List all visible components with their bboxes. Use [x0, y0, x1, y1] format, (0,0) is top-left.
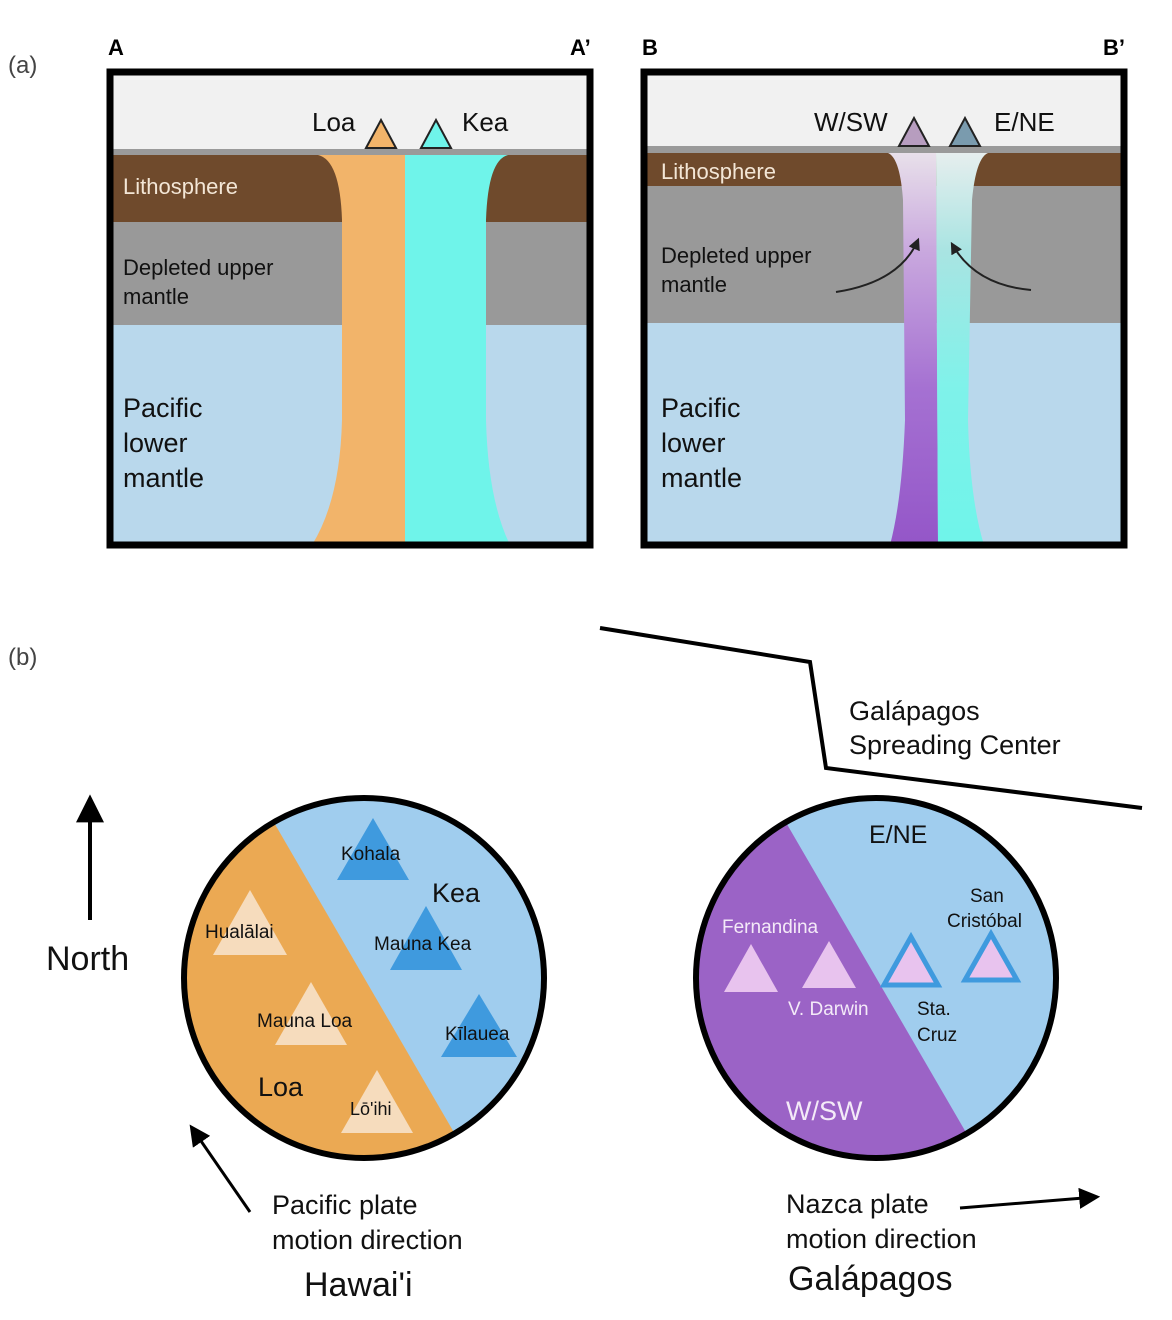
- sta-cruz-label-line2: Cruz: [917, 1025, 957, 1046]
- pacific-motion-line2: motion direction: [272, 1225, 463, 1255]
- spreading-center-line2: Spreading Center: [849, 730, 1061, 760]
- section-bb-left-label: B: [642, 35, 658, 60]
- section-bb-right-label: B’: [1103, 35, 1125, 60]
- section-bb-ene-label: E/NE: [994, 107, 1055, 137]
- mauna-kea-label: Mauna Kea: [374, 934, 472, 955]
- section-aa: A A’ Loa Kea Lithosphere Depleted upper …: [106, 35, 594, 549]
- section-bb-lower-line3: mantle: [661, 463, 742, 493]
- section-aa-frame: [106, 68, 594, 549]
- ene-volcano-icon: [948, 115, 982, 147]
- loa-volcano-icon: [364, 117, 398, 149]
- section-bb-lithosphere-label: Lithosphere: [661, 159, 776, 184]
- spreading-center-line: [599, 626, 1143, 810]
- section-bb-upper-line1: Depleted upper: [661, 243, 811, 268]
- galapagos-ene-label: E/NE: [869, 821, 927, 849]
- loihi-label: Lō'ihi: [350, 1099, 391, 1119]
- section-aa-upper-line2: mantle: [123, 284, 189, 309]
- loihi-volcano-icon: [341, 1070, 413, 1133]
- section-bb: B B’ W/SW E/NE Lithosphere Depleted uppe…: [640, 35, 1128, 549]
- hawaii-map: Kohala Hualālai Mauna Kea Mauna Loa Kīla…: [181, 795, 547, 1161]
- san-cristobal-label-line2: Cristóbal: [947, 911, 1022, 932]
- mauna-kea-volcano-icon: [390, 906, 462, 970]
- nazca-motion-line2: motion direction: [786, 1224, 977, 1254]
- hualalai-label: Hualālai: [205, 922, 274, 943]
- fernandina-volcano-icon: [724, 944, 778, 992]
- section-bb-frame: [640, 68, 1128, 549]
- san-cristobal-volcano-icon: [960, 928, 1022, 983]
- section-aa-loa-label: Loa: [312, 107, 356, 137]
- v-darwin-volcano-icon: [802, 941, 856, 988]
- mauna-loa-label: Mauna Loa: [257, 1011, 353, 1032]
- surface-line: [110, 149, 590, 155]
- section-aa-left-label: A: [108, 35, 124, 60]
- sta-cruz-volcano-icon: [879, 931, 943, 988]
- section-aa-lithosphere-label: Lithosphere: [123, 174, 238, 199]
- mauna-loa-volcano-icon: [275, 982, 347, 1045]
- section-aa-right-label: A’: [570, 35, 591, 60]
- spreading-center-line1: Galápagos: [849, 696, 980, 726]
- loa-plume: [312, 155, 405, 545]
- ene-plume: [936, 153, 988, 545]
- galapagos-map: E/NE W/SW Fernandina V. Darwin Sta. Cruz…: [693, 795, 1059, 1161]
- sky-layer: [644, 72, 1124, 147]
- hualalai-volcano-icon: [213, 890, 287, 955]
- panel-a-tag: (a): [8, 52, 37, 79]
- section-bb-upper-line2: mantle: [661, 272, 727, 297]
- kohala-label: Kohala: [341, 844, 401, 865]
- hawaii-title: Hawai'i: [304, 1266, 413, 1304]
- north-label: North: [46, 940, 129, 978]
- section-bb-lower-line1: Pacific: [661, 393, 741, 423]
- sta-cruz-label-line1: Sta.: [917, 999, 951, 1020]
- lower-mantle-layer: [644, 323, 1124, 545]
- lithosphere-layer: [644, 153, 1124, 186]
- pacific-motion-arrow: [189, 1124, 252, 1213]
- kilauea-label: Kīlauea: [445, 1024, 510, 1045]
- nazca-motion-line1: Nazca plate: [786, 1189, 929, 1219]
- wsw-plume: [888, 153, 938, 545]
- galapagos-title: Galápagos: [788, 1260, 952, 1298]
- section-aa-kea-label: Kea: [462, 107, 509, 137]
- sky-layer: [110, 72, 590, 150]
- hawaii-outline: [181, 795, 547, 1161]
- san-cristobal-label-line1: San: [970, 886, 1004, 907]
- kea-volcano-icon: [419, 117, 453, 149]
- galapagos-outline: [693, 795, 1059, 1161]
- upper-mantle-layer: [644, 186, 1124, 323]
- nazca-motion-arrow: [959, 1187, 1101, 1210]
- section-aa-lower-line3: mantle: [123, 463, 204, 493]
- surface-line: [644, 146, 1124, 153]
- hawaii-kea-label: Kea: [432, 878, 481, 908]
- wsw-volcano-icon: [897, 115, 931, 147]
- section-aa-lower-line2: lower: [123, 428, 188, 458]
- pacific-motion-line1: Pacific plate: [272, 1190, 418, 1220]
- inflow-arrow-right: [950, 241, 1032, 291]
- inflow-arrow-left: [835, 237, 920, 293]
- panel-b-tag: (b): [8, 644, 37, 671]
- kilauea-volcano-icon: [441, 994, 517, 1057]
- kohala-volcano-icon: [337, 818, 409, 880]
- fernandina-label: Fernandina: [722, 917, 819, 938]
- section-aa-upper-line1: Depleted upper: [123, 255, 273, 280]
- section-bb-wsw-label: W/SW: [814, 107, 888, 137]
- v-darwin-label: V. Darwin: [788, 999, 869, 1020]
- galapagos-wsw-label: W/SW: [786, 1096, 863, 1126]
- section-aa-lower-line1: Pacific: [123, 393, 203, 423]
- kea-plume: [405, 155, 510, 545]
- section-bb-lower-line2: lower: [661, 428, 726, 458]
- hawaii-loa-zone: [184, 798, 470, 1158]
- hawaii-loa-label: Loa: [258, 1072, 304, 1102]
